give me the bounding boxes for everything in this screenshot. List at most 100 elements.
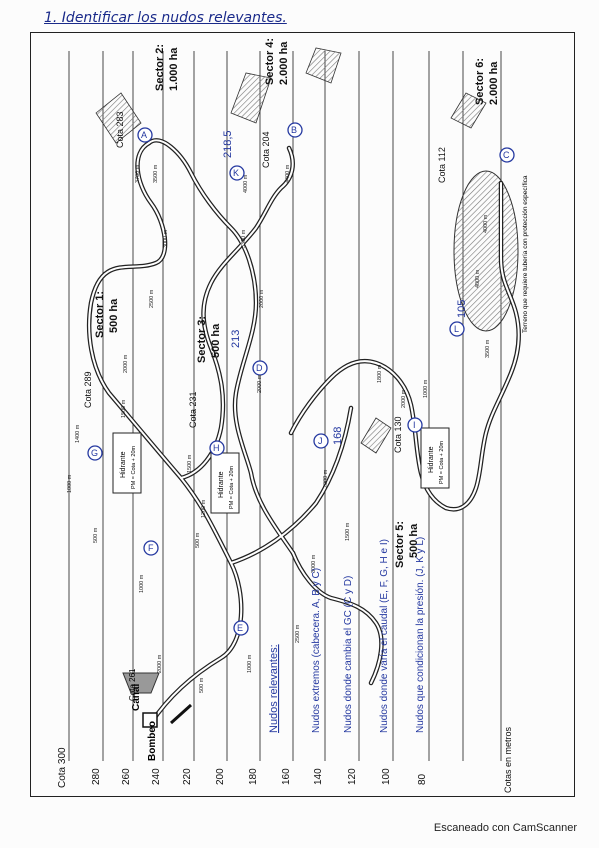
length-label: 500 m — [93, 527, 99, 543]
length-label: 500 m — [195, 532, 201, 548]
note-item-3: Nudos donde varía el caudal (E, F, G, H … — [379, 539, 390, 733]
diagram-frame: Cota 300 280 260 240 220 200 180 160 140… — [30, 32, 575, 797]
node-i: I — [407, 417, 423, 433]
length-label: 2500 m — [149, 289, 155, 308]
hw-cota-l: 105 — [456, 300, 468, 318]
svg-text:E: E — [237, 623, 243, 633]
node-h: H — [209, 440, 225, 456]
bombeo-cota: Cota 261 — [128, 668, 137, 701]
node-a: A — [137, 127, 153, 143]
cota-g: Cota 289 — [83, 371, 93, 408]
length-label: 3000 m — [311, 554, 317, 573]
svg-text:Hidrante: Hidrante — [218, 471, 225, 498]
svg-text:F: F — [148, 543, 154, 553]
sector-4-area: 2.000 ha — [278, 41, 290, 85]
node-l: L — [449, 321, 465, 337]
length-label: 1500 m — [187, 454, 193, 473]
note-item-4: Nudos que condicionan la presión. (J, K … — [415, 537, 426, 733]
cota-i: Cota 130 — [393, 416, 403, 453]
svg-text:A: A — [141, 130, 147, 140]
cota-a: Cota 283 — [115, 111, 125, 148]
axis-label-260: 260 — [121, 768, 132, 785]
svg-text:B: B — [291, 125, 297, 135]
length-label: 3500 m — [485, 339, 491, 358]
length-label: 2000 m — [323, 469, 329, 488]
sector-1-name: Sector 1: — [94, 291, 106, 338]
length-label: 500 m — [199, 677, 205, 693]
axis-label-120: 120 — [347, 768, 358, 785]
hydrant-2: Hidrante PM = Cota + 20m — [210, 452, 240, 514]
network-diagram: Cota 300 280 260 240 220 200 180 160 140… — [57, 38, 529, 793]
note-item-2: Nudos donde cambia el GC (C y D) — [343, 576, 354, 733]
length-label: 1200 m — [201, 499, 207, 518]
length-label: 4400 m — [285, 164, 291, 183]
hw-cota-d: 213 — [230, 330, 242, 348]
page-heading: 1. Identificar los nudos relevantes. — [44, 10, 287, 26]
node-j: J — [313, 433, 329, 449]
axis-label-100: 100 — [381, 768, 392, 785]
svg-text:K: K — [233, 168, 239, 178]
pipe-network — [86, 138, 521, 726]
length-label: 1000 m — [423, 379, 429, 398]
sector-fields — [95, 47, 487, 454]
svg-text:PM = Cota + 20m: PM = Cota + 20m — [131, 445, 137, 489]
sector-5-area: 500 ha — [408, 523, 420, 558]
cota-c: Cota 112 — [437, 147, 447, 183]
hw-cota-j: 168 — [332, 427, 344, 445]
axis-label-200: 200 — [215, 768, 226, 785]
sector-6-area: 2.000 ha — [488, 61, 500, 105]
node-b: B — [287, 122, 303, 138]
svg-text:C: C — [503, 150, 510, 160]
sector-5-name: Sector 5: — [394, 521, 406, 568]
length-label: 1500 m — [121, 399, 127, 418]
hydrant-1: Hidrante PM = Cota + 20m — [112, 432, 142, 494]
svg-text:Hidrante: Hidrante — [428, 446, 435, 473]
svg-text:G: G — [91, 448, 98, 458]
elevation-gridlines — [68, 51, 502, 761]
length-label: 2000 m — [257, 374, 263, 393]
svg-text:PM = Cota + 20m: PM = Cota + 20m — [439, 440, 445, 484]
svg-text:J: J — [318, 436, 323, 446]
nodes: A B C D E F G H I J K L — [87, 122, 515, 636]
sector-1-area: 500 ha — [108, 298, 120, 333]
svg-text:PM = Cota + 20m: PM = Cota + 20m — [229, 465, 235, 509]
sector-3-name: Sector 3: — [196, 316, 208, 363]
length-label: 3700 m — [135, 164, 141, 183]
bombeo-label: Bombeo — [147, 721, 158, 761]
units-label: Cotas en metros — [503, 726, 513, 793]
svg-text:D: D — [256, 363, 263, 373]
length-label: 2000 m — [259, 289, 265, 308]
svg-text:L: L — [454, 324, 459, 334]
sector-6-name: Sector 6: — [474, 58, 486, 105]
axis-label-280: 280 — [91, 768, 102, 785]
axis-label-180: 180 — [248, 768, 259, 785]
length-label: 1000 m — [139, 574, 145, 593]
length-label: 3300 m — [241, 229, 247, 248]
node-k: K — [229, 165, 245, 181]
axis-label-240: 240 — [151, 768, 162, 785]
node-d: D — [252, 360, 268, 376]
hydrant-3: Hidrante PM = Cota + 20m — [420, 427, 450, 489]
length-label: 2500 m — [295, 624, 301, 643]
length-label: 2000 m — [401, 389, 407, 408]
axis-label-300: Cota 300 — [57, 747, 68, 788]
node-g: G — [87, 445, 103, 461]
axis-label-140: 140 — [313, 768, 324, 785]
canal-label: Canal — [131, 684, 142, 711]
sector-3-area: 500 ha — [210, 323, 222, 358]
node-c: C — [499, 147, 515, 163]
length-label: 1800 m — [377, 364, 383, 383]
node-f: F — [143, 540, 159, 556]
note-item-1: Nudos extremos (cabecera. A, B y C) — [311, 568, 322, 733]
length-label: 1000 m — [67, 474, 73, 493]
cota-b: Cota 204 — [261, 131, 271, 168]
length-label: 3000 m — [163, 229, 169, 248]
length-label: 2000 m — [157, 654, 163, 673]
length-label: 1400 m — [75, 424, 81, 443]
length-label: 3500 m — [153, 164, 159, 183]
sector-2-name: Sector 2: — [154, 44, 166, 91]
node-e: E — [233, 620, 249, 636]
length-label: 1000 m — [247, 654, 253, 673]
length-label: 4000 m — [483, 214, 489, 233]
